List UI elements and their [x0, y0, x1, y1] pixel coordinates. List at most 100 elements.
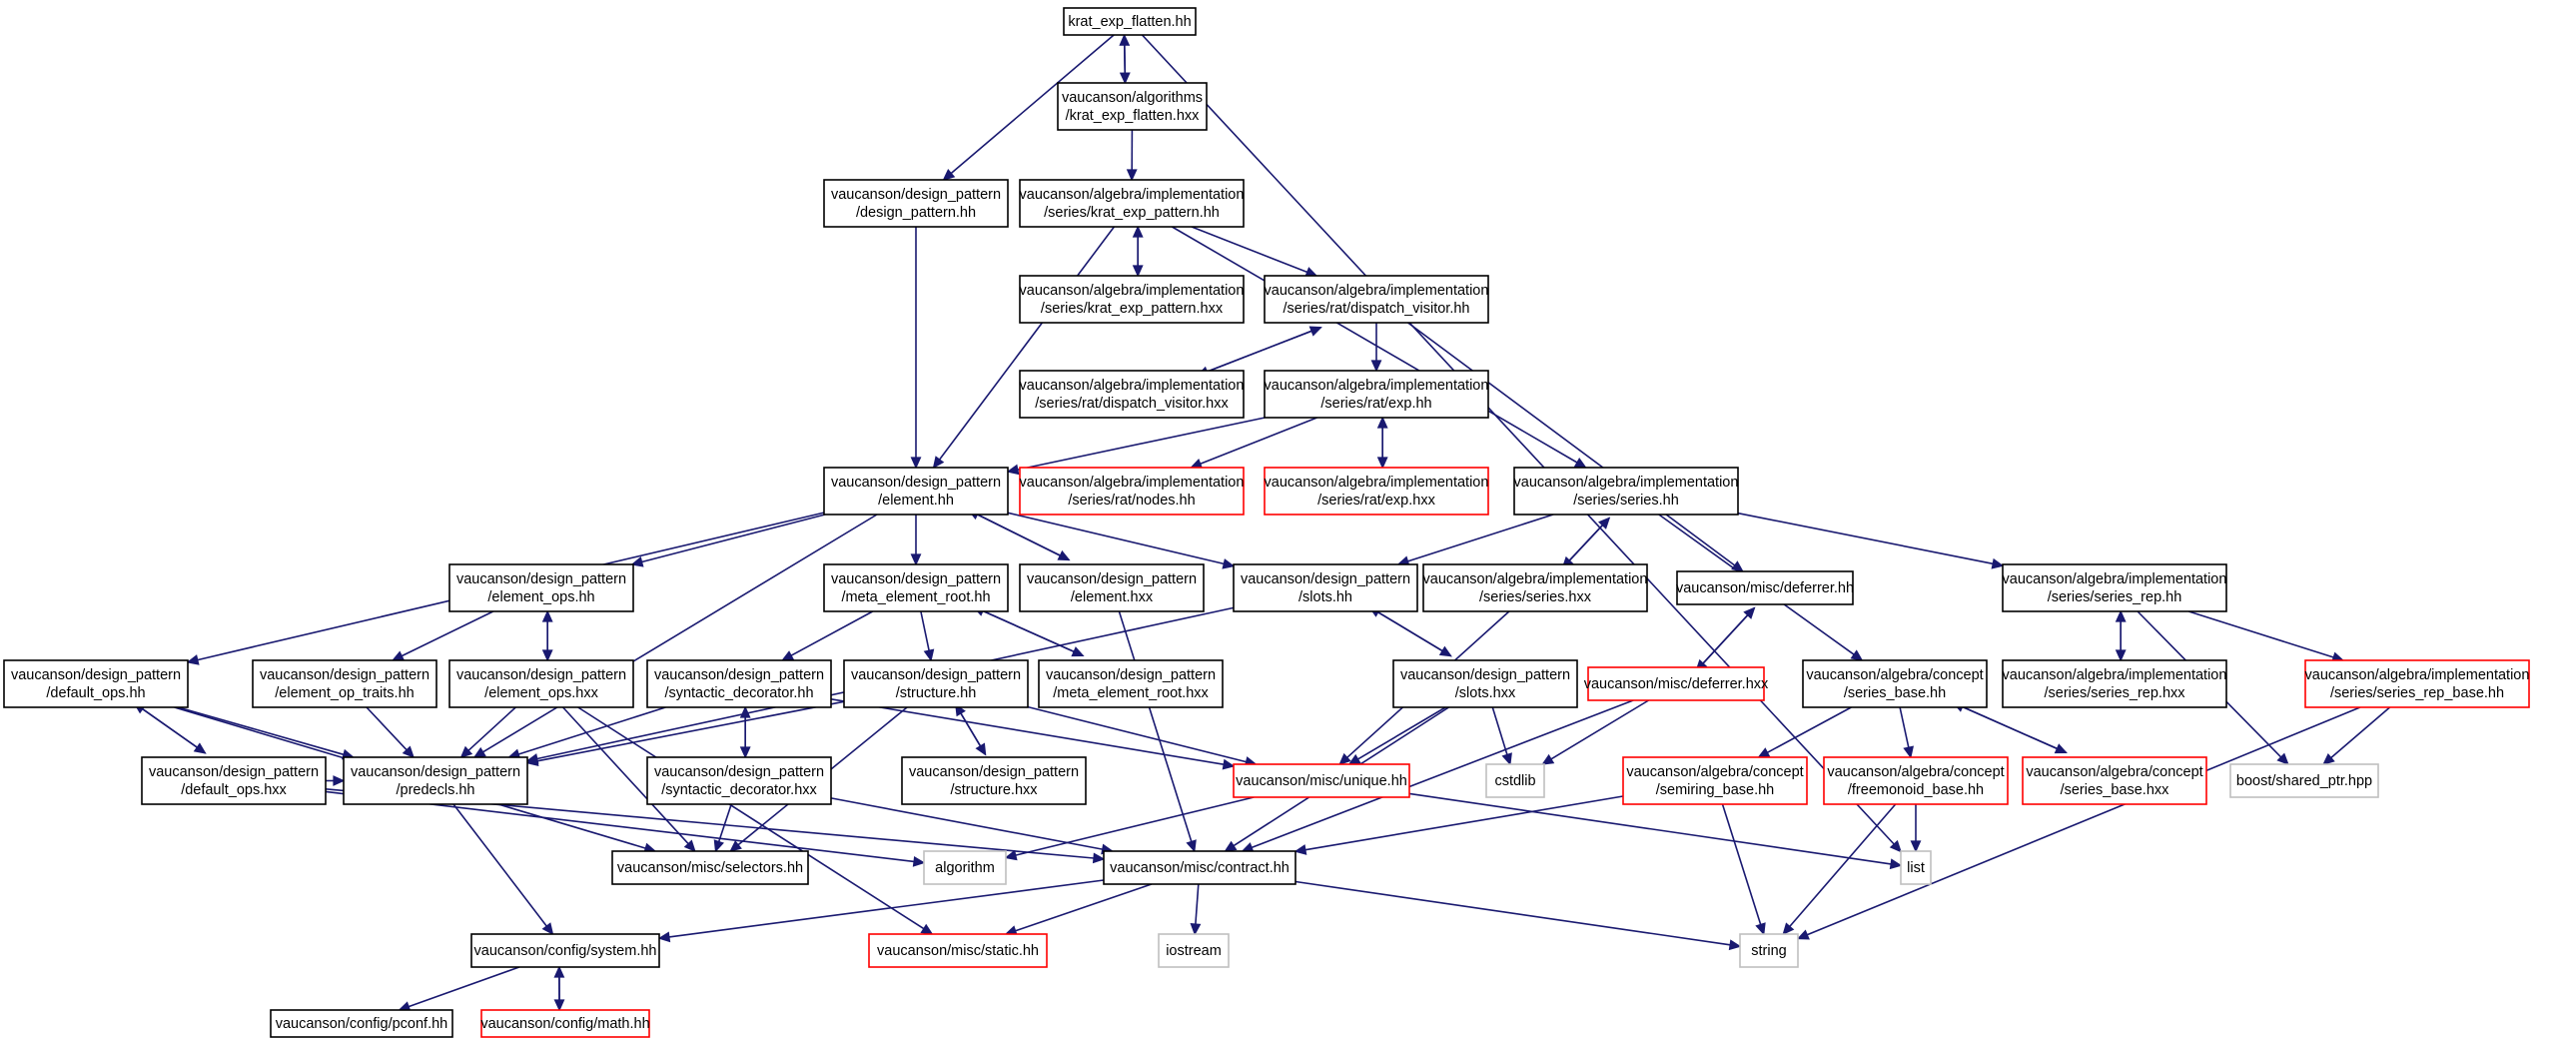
node-label-line: vaucanson/algorithms: [1062, 90, 1203, 106]
node-element-ops-hxx[interactable]: vaucanson/design_pattern/element_ops.hxx: [448, 659, 634, 708]
node-box: [1739, 933, 1799, 968]
node-series-rep-hh[interactable]: vaucanson/algebra/implementation/series/…: [2002, 563, 2227, 612]
node-label-line: /series_base.hh: [1844, 685, 1946, 701]
edge-line: [1304, 795, 1624, 851]
edge-element_hh-to-predecls_hh: [472, 514, 878, 758]
edge-contract_hh-to-string: [1294, 880, 1742, 951]
edge-line: [482, 514, 878, 753]
edge-arrowhead: [1293, 844, 1307, 855]
edge-arrowhead: [1850, 649, 1864, 661]
node-iostream: iostream: [1158, 933, 1230, 968]
node-dv-hxx[interactable]: vaucanson/algebra/implementation/series/…: [1019, 370, 1245, 419]
node-box: [1513, 467, 1739, 516]
node-cstdlib: cstdlib: [1485, 763, 1545, 798]
node-series-hh[interactable]: vaucanson/algebra/implementation/series/…: [1513, 467, 1739, 516]
node-label-line: /series/rat/dispatch_visitor.hh: [1284, 301, 1470, 317]
node-dv-hh[interactable]: vaucanson/algebra/implementation/series/…: [1264, 275, 1489, 324]
node-element-ops-hh[interactable]: vaucanson/design_pattern/element_ops.hh: [448, 563, 634, 612]
node-series-rep-base[interactable]: vaucanson/algebra/implementation/series/…: [2304, 659, 2530, 708]
node-default-ops-hh[interactable]: vaucanson/design_pattern/default_ops.hh: [3, 659, 189, 708]
edge-arrowhead: [1004, 849, 1018, 861]
node-structure-hh[interactable]: vaucanson/design_pattern/structure.hh: [843, 659, 1029, 708]
node-synt-hh[interactable]: vaucanson/design_pattern/syntactic_decor…: [646, 659, 832, 708]
node-semiring-base[interactable]: vaucanson/algebra/concept/semiring_base.…: [1622, 756, 1808, 805]
node-label-line: vaucanson/design_pattern: [149, 764, 319, 780]
node-root[interactable]: krat_exp_flatten.hh: [1063, 7, 1197, 36]
node-slots-hxx[interactable]: vaucanson/design_pattern/slots.hxx: [1392, 659, 1578, 708]
node-kep-hh[interactable]: vaucanson/algebra/implementation/series/…: [1019, 179, 1245, 228]
node-static-hh[interactable]: vaucanson/misc/static.hh: [868, 933, 1048, 968]
node-default-ops-hxx[interactable]: vaucanson/design_pattern/default_ops.hxx: [141, 756, 327, 805]
node-structure-hxx[interactable]: vaucanson/design_pattern/structure.hxx: [901, 756, 1087, 805]
node-box: [843, 659, 1029, 708]
node-unique-hh[interactable]: vaucanson/misc/unique.hh: [1233, 763, 1410, 798]
edge-line: [1124, 45, 1127, 84]
node-label-line: vaucanson/design_pattern: [11, 667, 181, 683]
edge-arrowhead: [333, 775, 346, 786]
edge-line: [1141, 34, 1895, 845]
edge-arrowhead: [1347, 753, 1361, 765]
node-label-line: /syntactic_decorator.hxx: [661, 782, 817, 798]
node-meta-root-hh[interactable]: vaucanson/design_pattern/meta_element_ro…: [823, 563, 1009, 612]
node-label-line: vaucanson/algebra/implementation: [1020, 475, 1245, 491]
node-element-hh[interactable]: vaucanson/design_pattern/element.hh: [823, 467, 1009, 516]
node-contract-hh[interactable]: vaucanson/misc/contract.hh: [1103, 850, 1296, 885]
node-kep-hxx[interactable]: vaucanson/algebra/implementation/series/…: [1019, 275, 1245, 324]
node-system-hh[interactable]: vaucanson/config/system.hh: [470, 933, 660, 968]
node-series-base-hh[interactable]: vaucanson/algebra/concept/series_base.hh: [1802, 659, 1988, 708]
edge-element_op_traits-to-predecls_hh: [366, 706, 416, 759]
edge-element_hxx-to-contract_hh: [1118, 610, 1197, 853]
node-exp-hxx[interactable]: vaucanson/algebra/implementation/series/…: [1264, 467, 1489, 516]
edge-line: [1806, 706, 2361, 936]
edge-line: [1407, 514, 1554, 562]
edge-meta_root_hxx-to-meta_root_hh: [972, 605, 1084, 657]
node-label-line: /element_ops.hh: [487, 589, 594, 605]
node-predecls-hh[interactable]: vaucanson/design_pattern/predecls.hh: [343, 756, 528, 805]
node-dp-design-pattern[interactable]: vaucanson/design_pattern/design_pattern.…: [823, 179, 1009, 228]
node-label-line: vaucanson/config/system.hh: [474, 943, 657, 959]
edge-arrowhead: [1573, 457, 1587, 469]
node-pconf-hh[interactable]: vaucanson/config/pconf.hh: [270, 1009, 453, 1038]
node-synt-hxx[interactable]: vaucanson/design_pattern/syntactic_decor…: [646, 756, 832, 805]
node-alg-kef-hxx[interactable]: vaucanson/algorithms/krat_exp_flatten.hx…: [1057, 82, 1208, 131]
edge-meta_root_hh-to-synt_hh: [781, 610, 874, 661]
node-element-op-traits[interactable]: vaucanson/design_pattern/element_op_trai…: [252, 659, 437, 708]
node-label-line: vaucanson/design_pattern: [831, 571, 1001, 587]
edge-math_hh-to-system_hh: [553, 965, 565, 1011]
edge-arrowhead: [1903, 745, 1914, 759]
node-math-hh[interactable]: vaucanson/config/math.hh: [480, 1009, 650, 1038]
node-freemonoid-base[interactable]: vaucanson/algebra/concept/freemonoid_bas…: [1823, 756, 2009, 805]
edge-arrowhead: [1991, 557, 2005, 569]
node-series-base-hxx[interactable]: vaucanson/algebra/concept/series_base.hx…: [2022, 756, 2207, 805]
edge-unique_hh-to-list: [1408, 792, 1903, 870]
edge-arrowhead: [402, 745, 416, 759]
node-slots-hh[interactable]: vaucanson/design_pattern/slots.hh: [1233, 563, 1418, 612]
edge-line: [717, 803, 732, 842]
node-box: [823, 179, 1009, 228]
node-box: [1019, 179, 1245, 228]
edge-arrowhead: [1755, 922, 1766, 936]
node-box: [646, 659, 832, 708]
edge-element_hh-to-element_ops_hh: [630, 514, 826, 567]
edge-series_base_hxx-to-series_base_hh: [1952, 701, 2067, 754]
node-series-rep-hxx[interactable]: vaucanson/algebra/implementation/series/…: [2002, 659, 2227, 708]
node-deferrer-hh[interactable]: vaucanson/misc/deferrer.hh: [1676, 570, 1854, 605]
node-meta-root-hxx[interactable]: vaucanson/design_pattern/meta_element_ro…: [1038, 659, 1224, 708]
node-label-line: vaucanson/design_pattern: [351, 764, 520, 780]
edge-arrowhead: [1126, 169, 1138, 182]
node-label-line: vaucanson/design_pattern: [1046, 667, 1216, 683]
node-series-hxx[interactable]: vaucanson/algebra/implementation/series/…: [1422, 563, 1648, 612]
node-label-line: /structure.hh: [896, 685, 977, 701]
edge-line: [1027, 705, 1247, 763]
node-boost-shared: boost/shared_ptr.hpp: [2229, 763, 2379, 798]
edge-arrowhead: [1910, 840, 1922, 853]
node-deferrer-hxx[interactable]: vaucanson/misc/deferrer.hxx: [1584, 666, 1769, 701]
node-nodes-hh[interactable]: vaucanson/algebra/implementation/series/…: [1019, 467, 1245, 516]
edge-arrowhead: [1092, 852, 1106, 864]
node-box: [252, 659, 437, 708]
node-label-line: vaucanson/design_pattern: [654, 764, 824, 780]
edge-line: [1171, 226, 1578, 464]
node-exp-hh[interactable]: vaucanson/algebra/implementation/series/…: [1264, 370, 1489, 419]
node-element-hxx[interactable]: vaucanson/design_pattern/element.hxx: [1019, 563, 1205, 612]
node-selectors-hh[interactable]: vaucanson/misc/selectors.hh: [611, 850, 809, 885]
